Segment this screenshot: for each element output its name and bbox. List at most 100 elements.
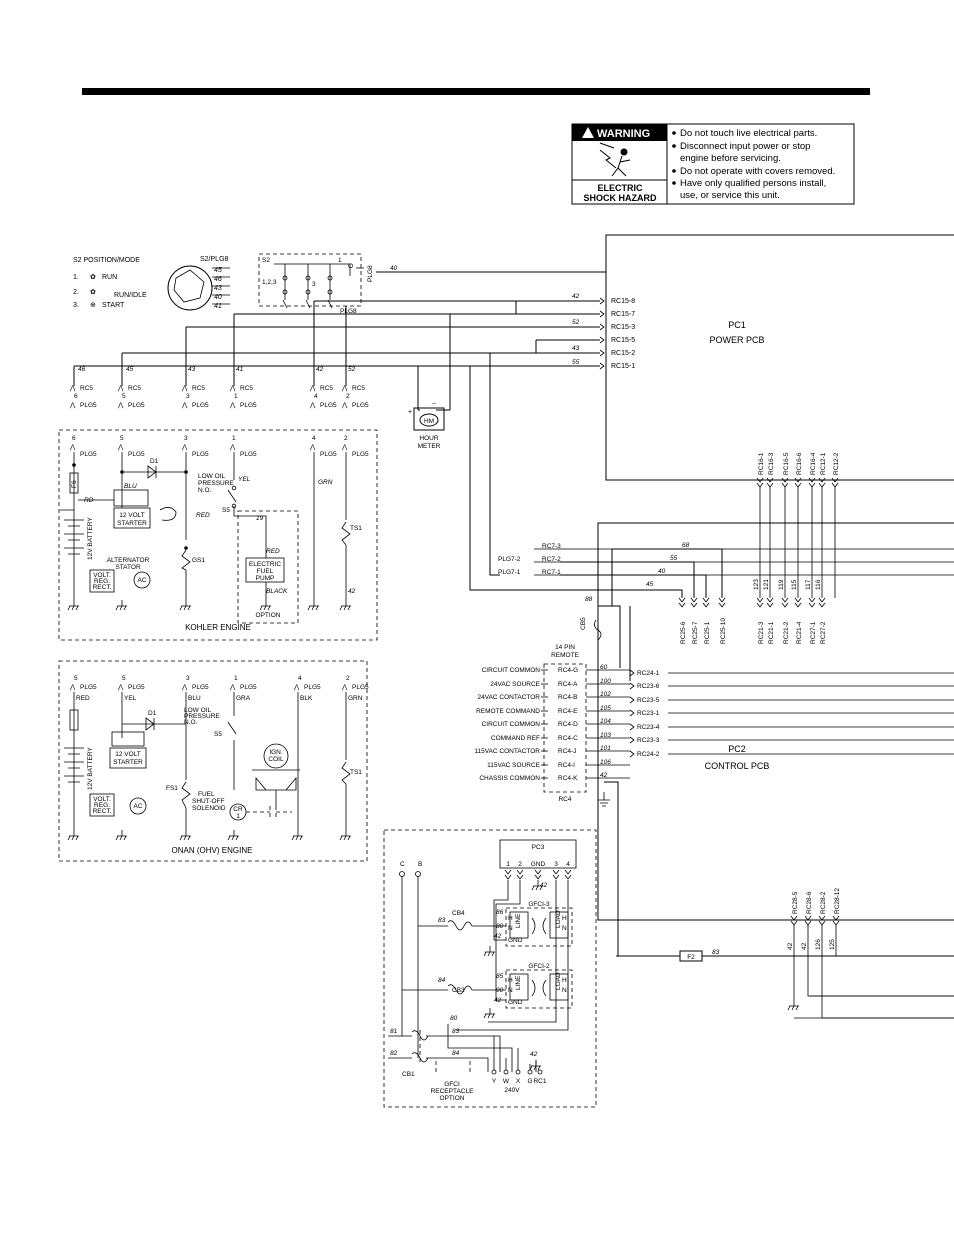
cb3-breaker-icon [447, 984, 473, 995]
rc7-1: RC7-1 [542, 569, 561, 576]
rc16-label-5: RC12-1 [820, 452, 827, 475]
low-oil-switch-icon [227, 489, 237, 503]
remote-wire-4: 104 [600, 718, 611, 725]
kohler-low-oil-3: N.O. [198, 487, 212, 494]
gfci-w85: 85 [496, 973, 504, 980]
rc28-label-2: RC28-2 [820, 891, 827, 914]
rc5-wire-52: 52 [348, 366, 356, 373]
rc16-label-1: RC16-3 [768, 452, 775, 475]
onan-engine-panel: ONAN (OHV) ENGINE 5⋀PLG5RED5⋀PLG5YEL3⋀PL… [58, 660, 369, 862]
svg-text:⋀: ⋀ [69, 401, 76, 409]
gfci3-ground-icon [483, 946, 495, 957]
svg-text:⋀: ⋀ [229, 443, 236, 451]
gfci-option-2: RECEPTACLE [431, 1088, 475, 1095]
rc21-label-3: RC21-4 [796, 621, 803, 644]
kohler-plg-4: PLG5 [320, 451, 337, 458]
rc25-label-3: RC25-10 [720, 618, 727, 644]
onan-ign-1: IGN. [269, 749, 283, 756]
fuel-pump-icon [245, 557, 285, 583]
onan-plg-1: PLG5 [128, 684, 145, 691]
onan-low-oil-3: N.O. [184, 719, 198, 726]
kohler-low-oil-1: LOW OIL [198, 473, 225, 480]
pc1-name: PC1 [728, 320, 746, 330]
plg5-label-3: PLG5 [192, 402, 209, 409]
s2-pin-41: 41 [214, 303, 222, 310]
wire-45b: 45 [646, 581, 654, 588]
rc16-label-0: RC16-1 [758, 452, 765, 475]
rc21-pin-5 [818, 597, 826, 608]
gfci2-load: LOAD [555, 972, 562, 990]
plg5-label-4: PLG5 [240, 402, 257, 409]
warning-title: WARNING [597, 128, 650, 140]
gfci-w90: 90 [496, 987, 504, 994]
rc5-label-2: RC5 [128, 385, 141, 392]
remote-wire-5: 103 [600, 732, 611, 739]
gfci-cb3: CB3 [452, 987, 465, 994]
gfci2-n: N [508, 987, 513, 994]
gfci2-receptacle [505, 969, 573, 1009]
hour-meter-name1: HOUR [419, 435, 438, 442]
kohler-reg-1: VOLT. [93, 572, 111, 579]
rc28-label-0: RC28-5 [792, 891, 799, 914]
kohler-alt-1: ALTERNATOR [107, 557, 150, 564]
rc4-label-3: RC4-E [558, 708, 578, 715]
rc15-2: RC15-2 [611, 350, 635, 357]
onan-ground-icon-2 [179, 830, 191, 841]
rc25-pin-2 [702, 597, 710, 608]
kohler-black: BLACK [266, 588, 288, 595]
rc5-wire-46: 46 [78, 366, 86, 373]
shock-hazard-icon [599, 142, 631, 177]
svg-text:⋀: ⋀ [341, 401, 348, 409]
gfci-w82: 82 [390, 1050, 398, 1057]
kohler-f6: F6 [71, 480, 78, 488]
rc16-pin-6 [831, 477, 839, 488]
onan-starter-2: STARTER [113, 759, 143, 766]
onan-ground-icon-4 [291, 830, 303, 841]
rc25-label-1: RC25-7 [692, 621, 699, 644]
remote-wire-2: 102 [600, 691, 611, 698]
kohler-low-oil-2: PRESSURE [198, 480, 234, 487]
gfci-w83b: 83 [452, 1028, 460, 1035]
wire-40-label: 40 [390, 265, 398, 272]
rc15-7: RC15-7 [611, 311, 635, 318]
terminal-c-icon [399, 871, 405, 877]
rc21-wire-label-3: 115 [791, 579, 798, 590]
rc5-label-3: RC5 [192, 385, 205, 392]
terminal-b-icon [415, 871, 421, 877]
rc21-wire-label-2: 119 [778, 579, 785, 590]
pc3-label: PC3 [532, 844, 545, 851]
onan-color-0: RED [76, 695, 90, 702]
pc1-desc: POWER PCB [709, 335, 764, 345]
svg-text:⋀: ⋀ [69, 384, 76, 392]
rc23-label-5: RC23-3 [637, 737, 660, 744]
gfci2-gnd: GND [508, 999, 523, 1006]
kohler-pin-1: 5 [120, 435, 124, 442]
onan-color-2: BLU [188, 695, 201, 702]
plg5-label-2: PLG5 [128, 402, 145, 409]
onan-oil-switch-icon [227, 721, 237, 735]
mode-1-number: 1. [73, 274, 79, 281]
s2-pos1: 1 [338, 257, 342, 264]
kohler-battery-icon [64, 519, 84, 555]
kohler-ground-icon-5 [339, 600, 351, 611]
kohler-yel: YEL [238, 476, 251, 483]
rc5-pin-5: 5 [122, 393, 126, 400]
svg-text:⋀: ⋀ [309, 443, 316, 451]
onan-reg-1: VOLT. [93, 796, 111, 803]
pc1-board: PC1 POWER PCB [605, 234, 954, 481]
kohler-plg-0: PLG5 [80, 451, 97, 458]
mode-3-number: 3. [73, 302, 79, 309]
rc28-wire-1: 42 [801, 942, 808, 950]
gfci-option-1: GFCI [444, 1081, 460, 1088]
run-icon: ✿ [90, 274, 96, 281]
onan-reg-3: RECT. [93, 808, 112, 815]
svg-text:⋀: ⋀ [181, 683, 188, 691]
mode-run: RUN [102, 274, 117, 281]
svg-text:⋀: ⋀ [181, 443, 188, 451]
wire-83-f2: 83 [712, 949, 720, 956]
gfci2-ground-icon [483, 1008, 495, 1019]
s2-pos3: 3 [312, 281, 316, 288]
remote-wire-1: 100 [600, 678, 611, 685]
rc15-5: RC15-5 [611, 337, 635, 344]
header-rule [82, 88, 870, 95]
